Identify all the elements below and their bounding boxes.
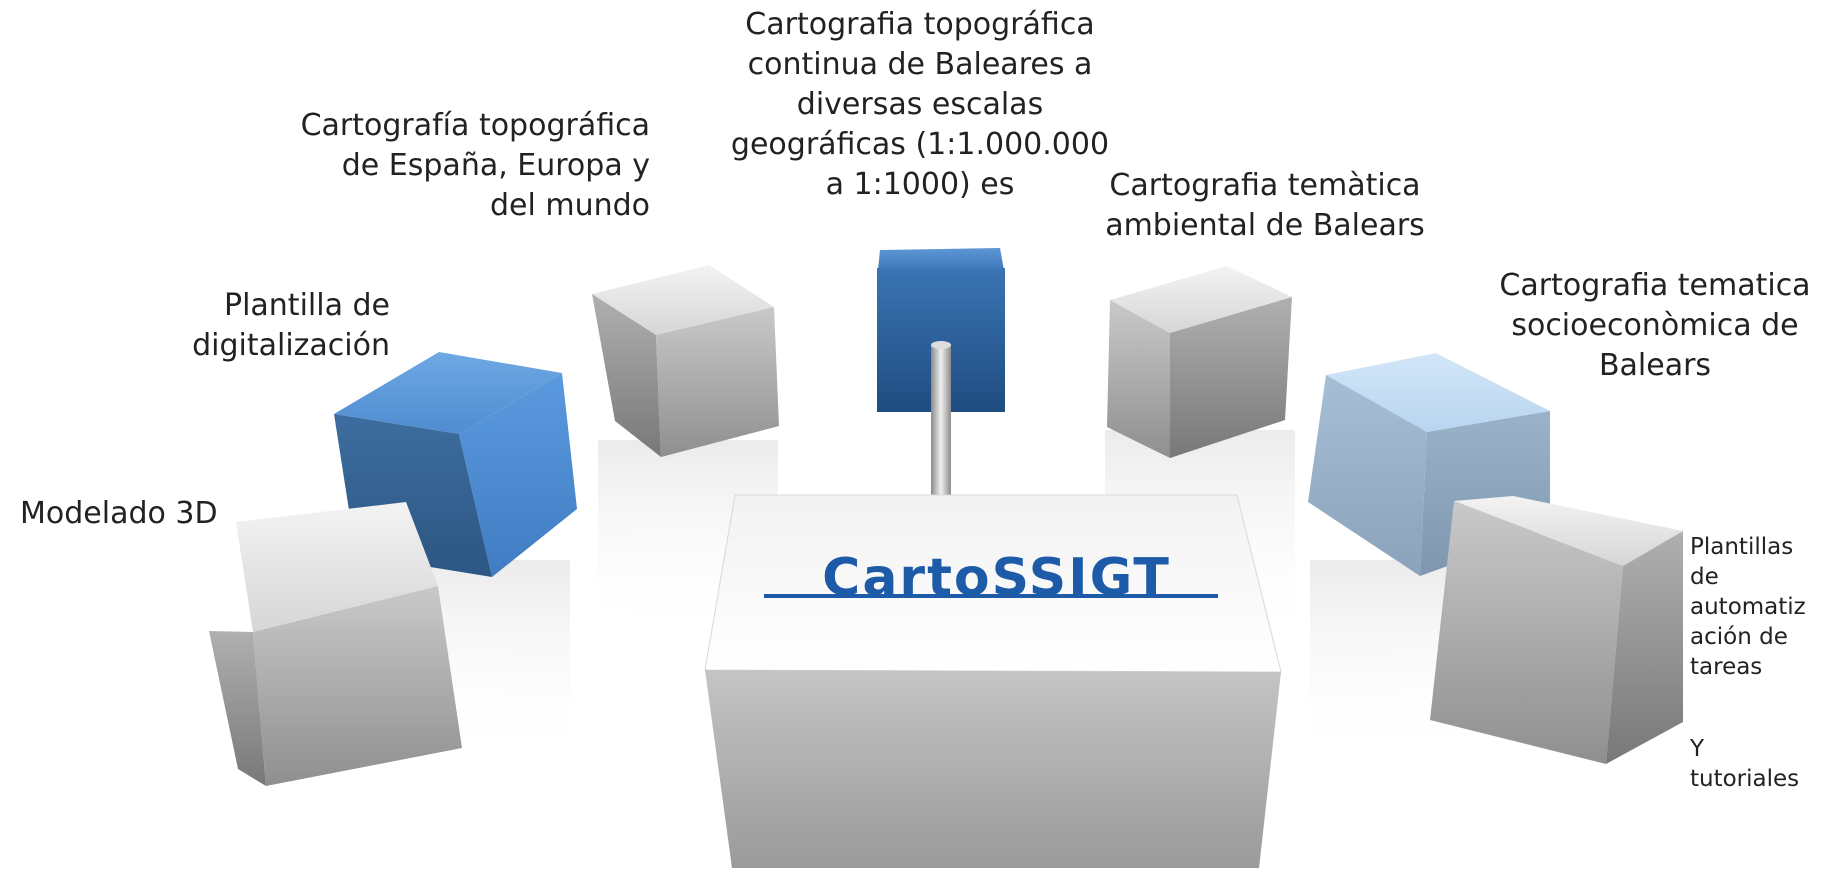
label-tematica-socioeconomica: Cartografia tematica socioeconòmica de B… (1499, 268, 1811, 383)
connector-rod (931, 341, 951, 495)
cartossigt-logo: CartoSSIGT (822, 548, 1171, 608)
label-tutoriales: Y tutoriales (1690, 736, 1800, 792)
label-topografica-espana: Cartografía topográfica de España, Europ… (300, 108, 650, 223)
label-plantilla-digitalizacion: Plantilla de digitalización (192, 288, 390, 363)
label-tematica-ambiental: Cartografia temàtica ambiental de Balear… (1105, 168, 1425, 243)
cube-modelado-3d (209, 502, 462, 786)
cube-tematica-ambiental (1107, 266, 1292, 458)
label-topografica-baleares: Cartografia topográfica continua de Bale… (730, 7, 1110, 202)
cube-topografica-espana (592, 265, 779, 457)
cube-plantilla-digitalizacion (334, 352, 577, 577)
label-plantillas-automatizacion: Plantillas de automatiz ación de tareas (1690, 534, 1806, 680)
central-box (704, 494, 1282, 868)
label-modelado-3d: Modelado 3D (20, 496, 218, 531)
cube-plantillas-automatizacion (1430, 496, 1683, 764)
logo-underline (764, 594, 1218, 598)
